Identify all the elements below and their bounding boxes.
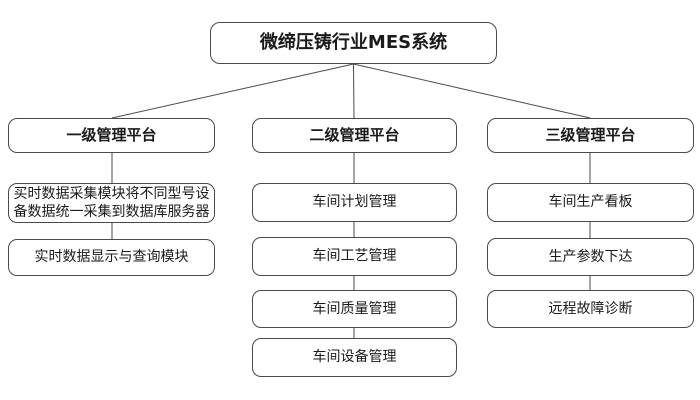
platform-node-level1: 一级管理平台 bbox=[8, 118, 215, 153]
child-node-equipment-management: 车间设备管理 bbox=[252, 338, 457, 377]
connector-root-platform1 bbox=[111, 63, 354, 119]
child-node-process-management: 车间工艺管理 bbox=[252, 237, 457, 276]
platform-node-level3: 三级管理平台 bbox=[487, 118, 694, 153]
child-node-plan-management: 车间计划管理 bbox=[252, 183, 457, 222]
child-node-production-kanban: 车间生产看板 bbox=[487, 183, 694, 222]
connector-root-platform3 bbox=[353, 63, 591, 119]
root-node: 微缔压铸行业MES系统 bbox=[210, 22, 497, 64]
child-node-quality-management: 车间质量管理 bbox=[252, 290, 457, 328]
connector-root-platform2 bbox=[353, 63, 355, 119]
platform-node-level2: 二级管理平台 bbox=[252, 118, 457, 153]
child-node-parameter-dispatch: 生产参数下达 bbox=[487, 238, 694, 276]
child-node-remote-diagnosis: 远程故障诊断 bbox=[487, 290, 694, 328]
child-node-data-collection: 买时数据采集模块将不同型号设备数据统一采集到数据库服务器 bbox=[8, 183, 215, 223]
child-node-data-display-query: 实时数据显示与查询模块 bbox=[8, 239, 215, 276]
